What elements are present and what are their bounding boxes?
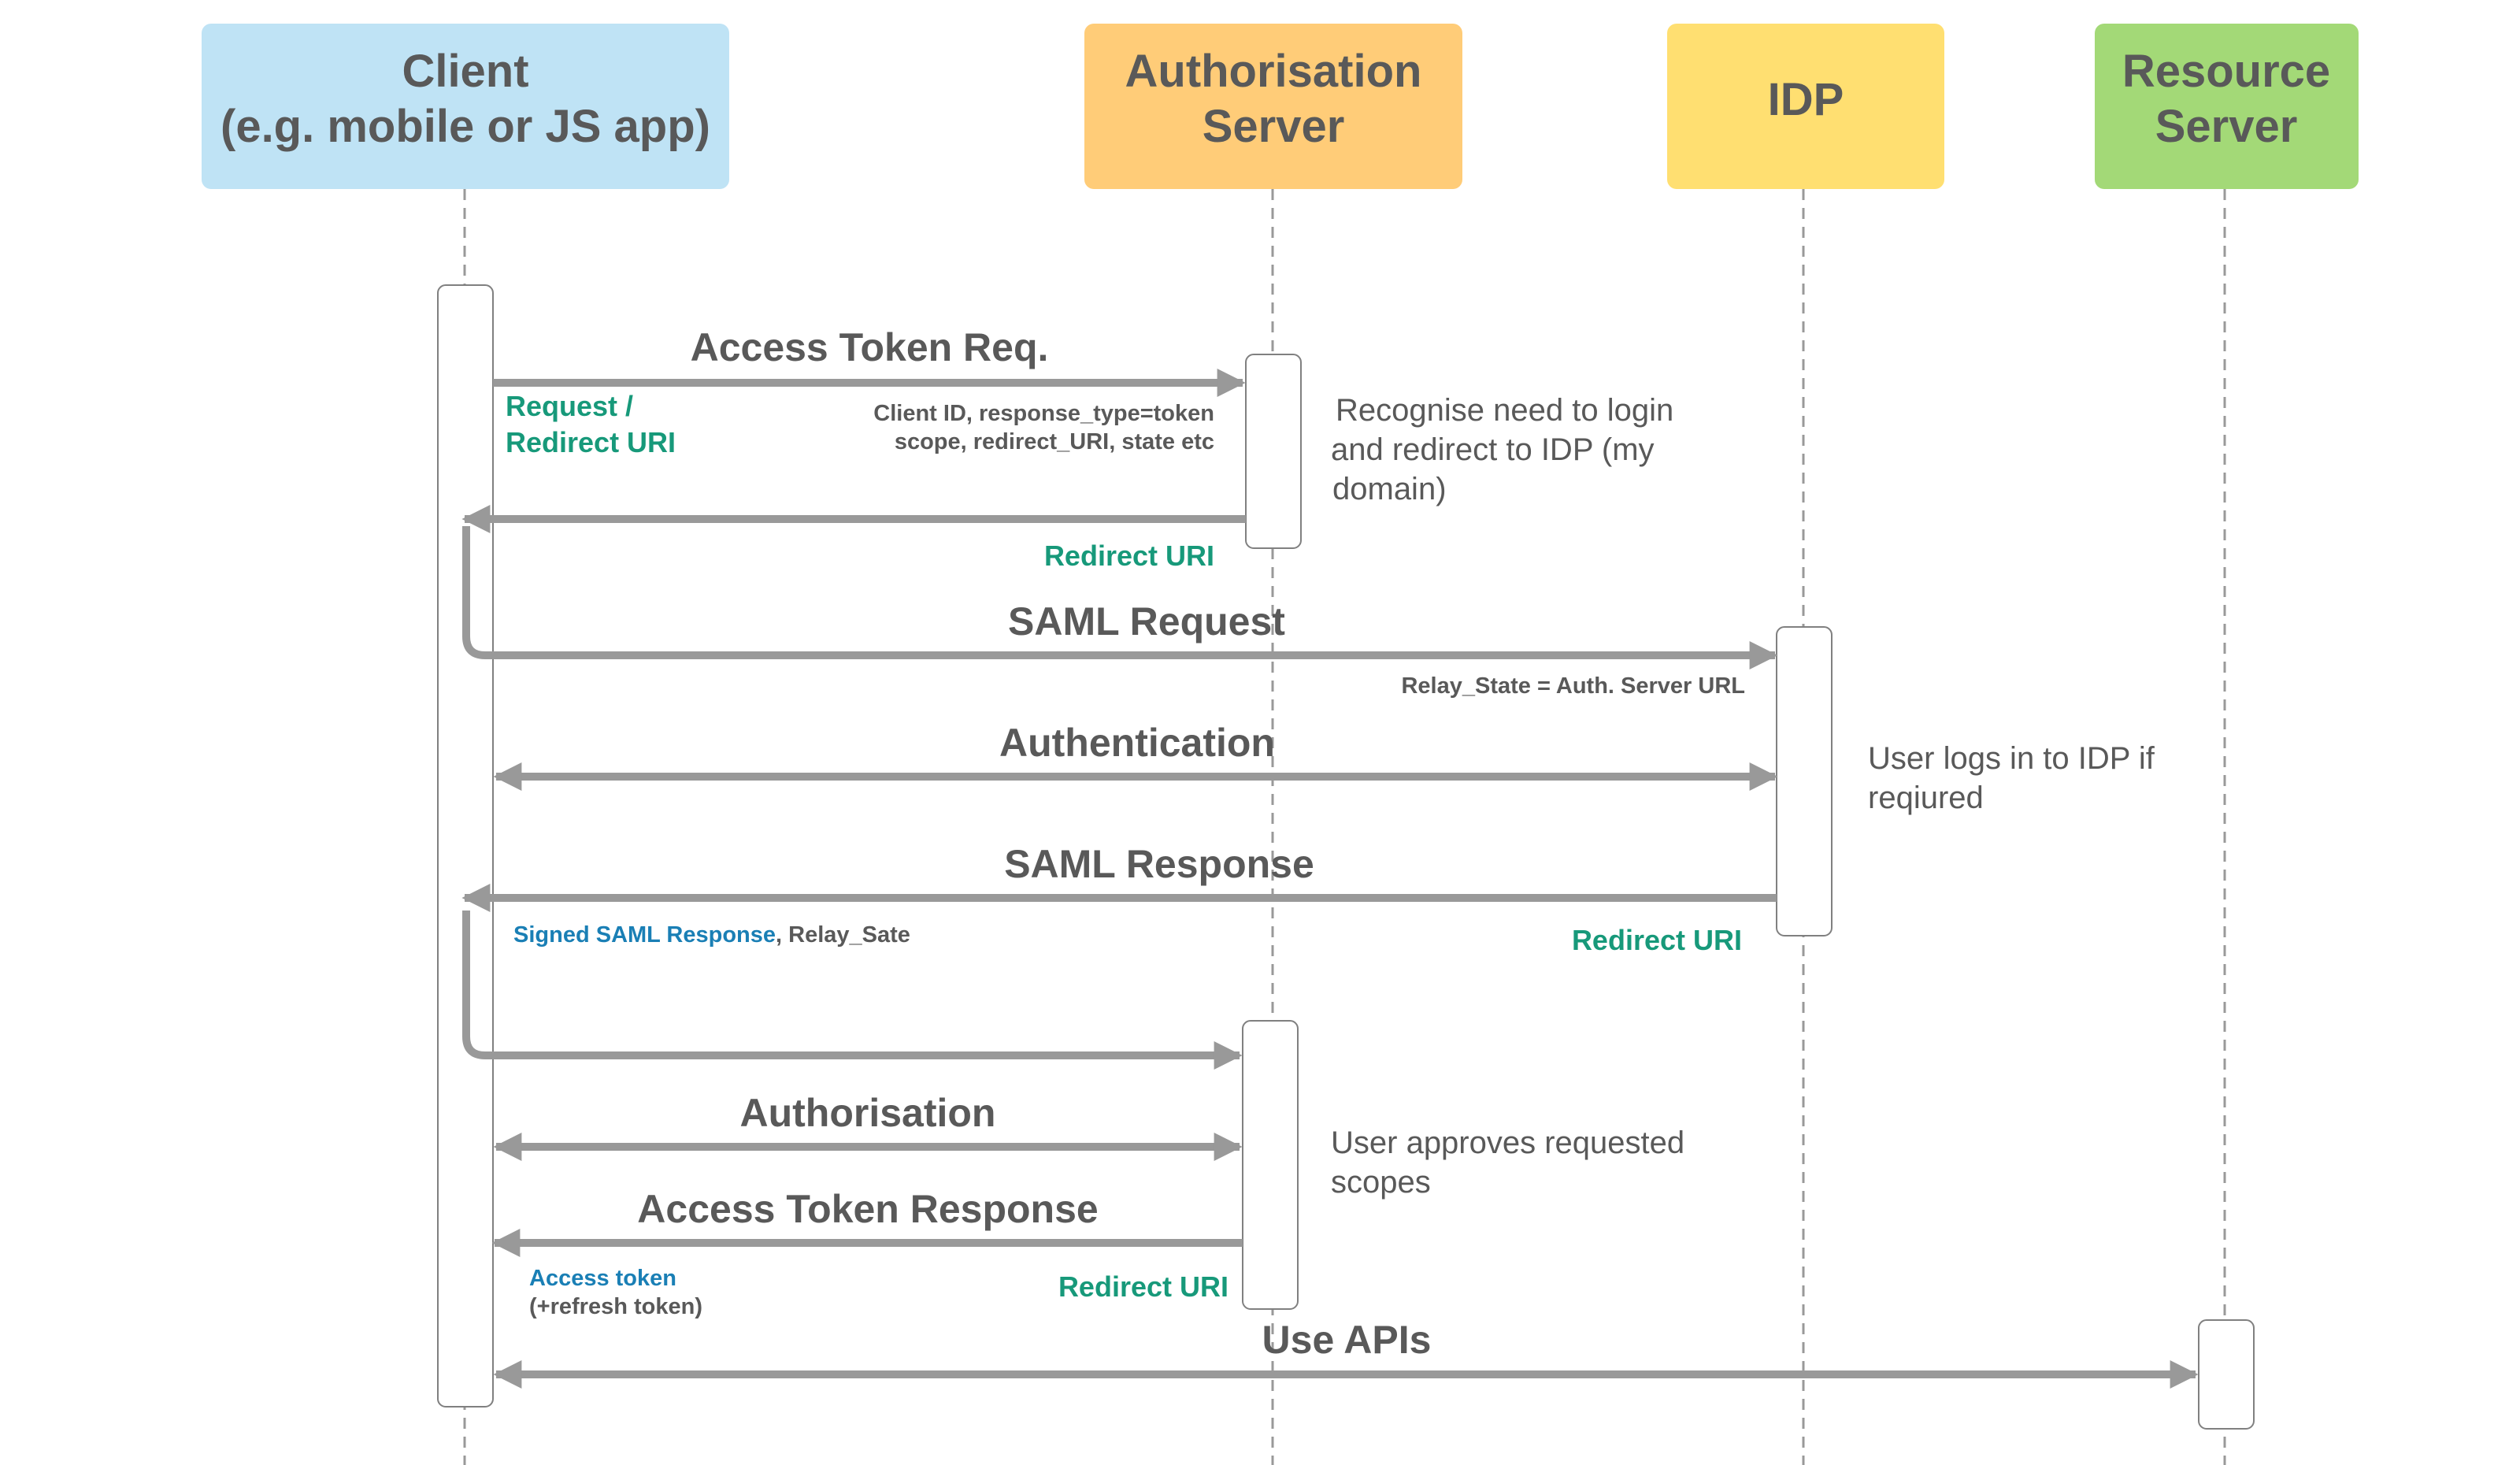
idp-box <box>1667 24 1944 189</box>
relay-state-label: Relay_State = Auth. Server URL <box>1401 673 1745 699</box>
resource-server-box <box>2095 24 2359 189</box>
resource-server-actor: Resource Server <box>2095 24 2359 189</box>
authentication-label: Authentication <box>999 721 1275 765</box>
use-apis-label: Use APIs <box>1262 1318 1432 1362</box>
auth-server-box <box>1084 24 1462 189</box>
redirect-uri-label-3: Redirect URI <box>1058 1270 1228 1303</box>
idp-activation <box>1776 626 1833 936</box>
authorisation-label: Authorisation <box>740 1091 996 1135</box>
recognise-note-1: Recognise need to login <box>1336 393 1673 428</box>
client-title: Client <box>402 46 528 97</box>
saml-forward-arrow <box>462 911 1243 1070</box>
redirect-uri-label-1: Redirect URI <box>1044 540 1214 572</box>
client-id-label-2: scope, redirect_URI, state etc <box>895 429 1214 454</box>
auth-server-activation-2 <box>1242 1020 1299 1310</box>
client-subtitle: (e.g. mobile or JS app) <box>220 101 710 152</box>
client-box <box>202 24 729 189</box>
user-logs-note-2: reqiured <box>1868 781 1984 815</box>
idp-actor: IDP <box>1667 24 1944 189</box>
refresh-token-label: (+refresh token) <box>529 1294 702 1319</box>
signed-saml-text: Signed SAML Response <box>513 922 776 948</box>
resource-server-title-1: Resource <box>2122 46 2330 97</box>
access-token-label: Access token <box>529 1266 676 1291</box>
saml-request-label: SAML Request <box>1008 599 1285 643</box>
auth-server-activation-1 <box>1245 354 1302 549</box>
client-id-label-1: Client ID, response_type=token <box>873 401 1214 426</box>
resource-server-activation <box>2198 1319 2255 1430</box>
auth-server-actor: Authorisation Server <box>1084 24 1462 189</box>
redirect-uri-label-2: Redirect URI <box>1572 924 1742 956</box>
user-approves-note-2: scopes <box>1331 1165 1431 1200</box>
access-token-response-label: Access Token Response <box>637 1187 1098 1231</box>
auth-server-title-2: Server <box>1203 101 1345 152</box>
client-actor: Client (e.g. mobile or JS app) <box>202 24 729 189</box>
saml-request-arrow <box>462 526 1778 669</box>
recognise-note-3: domain) <box>1332 472 1447 506</box>
client-activation <box>437 284 494 1408</box>
relay-sate-text: , Relay_Sate <box>776 922 910 948</box>
user-approves-note-1: User approves requested <box>1331 1126 1684 1160</box>
resource-server-title-2: Server <box>2155 101 2298 152</box>
auth-server-title-1: Authorisation <box>1125 46 1422 97</box>
request-redirect-label-2: Redirect URI <box>506 426 676 458</box>
idp-title: IDP <box>1768 74 1844 125</box>
saml-response-label: SAML Response <box>1004 842 1314 886</box>
recognise-note-2: and redirect to IDP (my <box>1331 432 1655 467</box>
request-redirect-label-1: Request / <box>506 390 633 422</box>
signed-saml-label: Signed SAML Response, Relay_Sate <box>513 922 910 948</box>
user-logs-note-1: User logs in to IDP if <box>1868 741 2155 776</box>
access-token-req-label: Access Token Req. <box>691 325 1049 369</box>
